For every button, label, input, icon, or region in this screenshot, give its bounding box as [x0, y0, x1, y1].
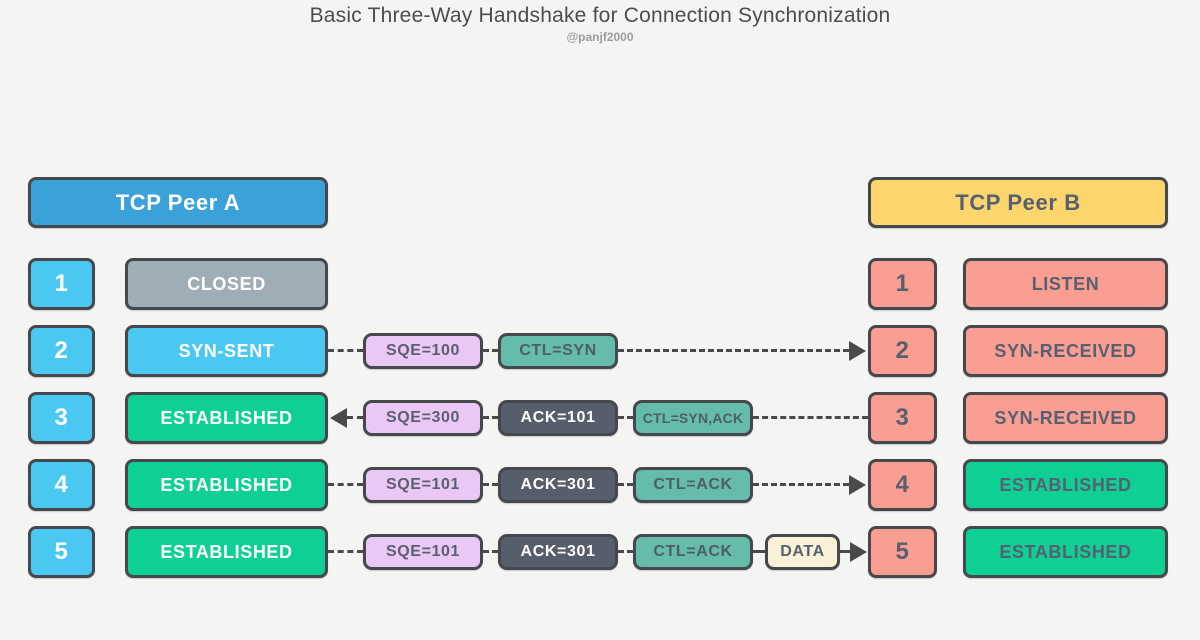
msg-chip-row5-sqe: SQE=101: [363, 534, 483, 570]
state-box-a-syn-sent: SYN-SENT: [125, 325, 328, 377]
step-badge-a-4: 4: [28, 459, 95, 511]
state-box-a-established-2: ESTABLISHED: [125, 459, 328, 511]
connector-row3-seg2: [483, 416, 498, 419]
step-badge-b-3: 3: [868, 392, 937, 444]
msg-chip-row5-data: DATA: [765, 534, 840, 570]
step-badge-b-5: 5: [868, 526, 937, 578]
msg-chip-row5-ack: ACK=301: [498, 534, 618, 570]
arrow-right-icon-row2: [849, 341, 866, 361]
peer-a-header: TCP Peer A: [28, 177, 328, 228]
state-box-b-syn-received-2: SYN-RECEIVED: [963, 392, 1168, 444]
msg-chip-row2-sqe: SQE=100: [363, 333, 483, 369]
step-badge-b-2: 2: [868, 325, 937, 377]
arrow-right-icon-row5: [850, 542, 867, 562]
step-badge-b-1: 1: [868, 258, 937, 310]
connector-row2-seg2: [483, 349, 498, 352]
connector-row2-seg3: [618, 349, 849, 352]
step-badge-a-5: 5: [28, 526, 95, 578]
peer-b-header: TCP Peer B: [868, 177, 1168, 228]
state-box-b-established-1: ESTABLISHED: [963, 459, 1168, 511]
connector-row4-seg2: [483, 483, 498, 486]
arrow-left-icon-row3: [330, 408, 347, 428]
connector-row5-seg1: [328, 550, 363, 553]
step-badge-a-3: 3: [28, 392, 95, 444]
state-box-a-established-3: ESTABLISHED: [125, 526, 328, 578]
connector-row2-seg1: [328, 349, 363, 352]
connector-row5-seg3: [618, 550, 633, 553]
msg-chip-row4-sqe: SQE=101: [363, 467, 483, 503]
msg-chip-row2-ctl: CTL=SYN: [498, 333, 618, 369]
connector-row4-seg3: [618, 483, 633, 486]
msg-chip-row4-ctl: CTL=ACK: [633, 467, 753, 503]
msg-chip-row3-ack: ACK=101: [498, 400, 618, 436]
msg-chip-row3-sqe: SQE=300: [363, 400, 483, 436]
state-box-a-established-1: ESTABLISHED: [125, 392, 328, 444]
step-badge-a-2: 2: [28, 325, 95, 377]
msg-chip-row3-ctl: CTL=SYN,ACK: [633, 400, 753, 436]
page-title: Basic Three-Way Handshake for Connection…: [309, 4, 891, 27]
connector-row4-seg4: [753, 483, 849, 486]
msg-chip-row5-ctl: CTL=ACK: [633, 534, 753, 570]
connector-row5-seg2: [483, 550, 498, 553]
state-box-b-syn-received-1: SYN-RECEIVED: [963, 325, 1168, 377]
connector-row3-seg4: [753, 416, 868, 419]
connector-row3-seg3: [618, 416, 633, 419]
msg-chip-row4-ack: ACK=301: [498, 467, 618, 503]
step-badge-b-4: 4: [868, 459, 937, 511]
author-handle: @panjf2000: [566, 30, 634, 44]
connector-row4-seg1: [328, 483, 363, 486]
state-box-a-closed: CLOSED: [125, 258, 328, 310]
connector-row5-seg4: [753, 550, 765, 553]
arrow-right-icon-row4: [849, 475, 866, 495]
step-badge-a-1: 1: [28, 258, 95, 310]
state-box-b-established-2: ESTABLISHED: [963, 526, 1168, 578]
connector-row3-seg1: [347, 416, 363, 419]
state-box-b-listen: LISTEN: [963, 258, 1168, 310]
connector-row5-seg5: [840, 550, 852, 553]
